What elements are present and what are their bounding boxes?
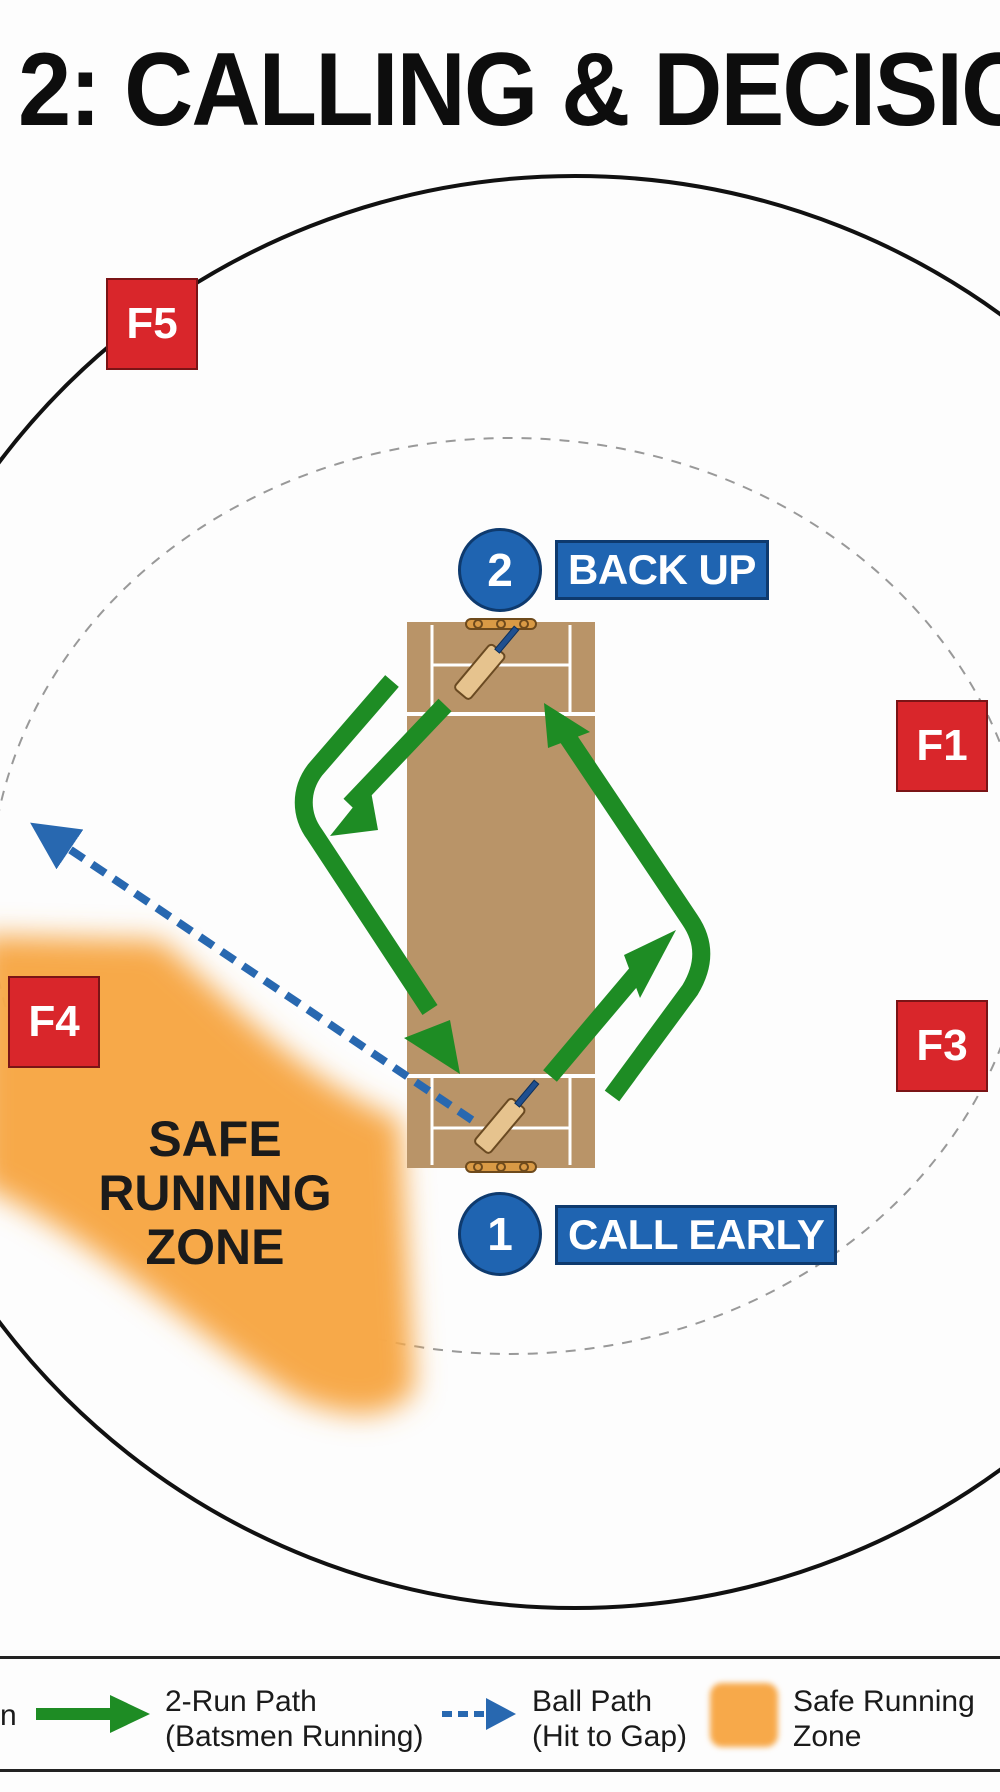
run-arrow-1 xyxy=(330,786,378,836)
step-1-circle: 1 xyxy=(458,1192,542,1276)
legend-cut-text: n xyxy=(0,1699,17,1732)
inner-circle xyxy=(0,437,1000,1355)
zone-label-line-1: SAFE xyxy=(148,1111,282,1167)
fielder-f4: F4 xyxy=(8,976,100,1068)
page-title: 2: CALLING & DECISIO xyxy=(18,32,1000,148)
legend-run-path-swatch xyxy=(36,1695,150,1733)
step-1-tag: CALL EARLY xyxy=(555,1205,838,1265)
fielder-f1: F1 xyxy=(896,700,988,792)
step-2-circle: 2 xyxy=(458,528,542,612)
zone-label-line-3: ZONE xyxy=(145,1219,285,1275)
legend-safe-zone-label: Safe Running Zone xyxy=(793,1685,975,1753)
bat-icon-bottom xyxy=(474,1079,540,1154)
field-diagram xyxy=(0,174,1000,1610)
legend: n 2-Run Path (Batsmen Running) Ball Path… xyxy=(0,1656,1000,1772)
ball-path xyxy=(30,822,475,1124)
run-arrow-2 xyxy=(404,1020,460,1074)
bat-icon-top xyxy=(454,625,520,700)
run-path-right xyxy=(543,714,711,1102)
stumps-bottom xyxy=(465,1161,537,1173)
run-arrow-3 xyxy=(544,703,590,748)
boundary-line xyxy=(0,174,1000,1610)
step-2-tag: BACK UP xyxy=(555,540,769,600)
safe-running-zone xyxy=(0,935,415,1414)
run-arrow-4 xyxy=(624,930,676,998)
legend-ball-path-label: Ball Path (Hit to Gap) xyxy=(532,1685,688,1753)
fielder-f3: F3 xyxy=(896,1000,988,1092)
zone-label-line-2: RUNNING xyxy=(98,1165,332,1221)
safe-zone-label: SAFE RUNNING ZONE xyxy=(90,1112,340,1274)
stumps-top xyxy=(465,618,537,630)
legend-ball-path-swatch xyxy=(442,1698,516,1730)
run-path-left xyxy=(294,675,452,1015)
legend-run-path-label: 2-Run Path (Batsmen Running) xyxy=(165,1685,424,1753)
fielder-f5: F5 xyxy=(106,278,198,370)
legend-safe-zone-swatch xyxy=(710,1683,778,1747)
